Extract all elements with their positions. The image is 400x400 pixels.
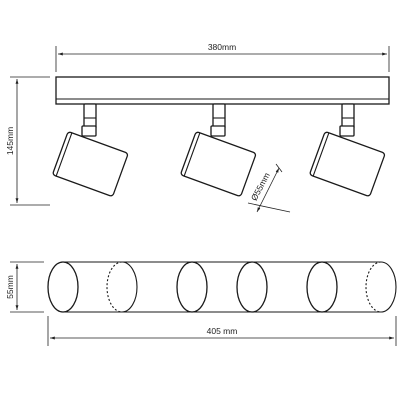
cylinder-right (306, 261, 397, 313)
dimension-bottom-width-label: 405 mm (207, 326, 238, 336)
dimension-shade-diameter: Ø55mm (247, 163, 291, 213)
dimension-height-label: 145mm (5, 127, 15, 155)
dimension-top-width: 380mm (55, 42, 390, 72)
cylinder-left (47, 261, 138, 313)
dimension-top-width-label: 380mm (208, 42, 236, 52)
spotlight-right (309, 103, 386, 197)
spotlight-left (52, 103, 129, 197)
dimension-shade-diameter-label: Ø55mm (249, 171, 272, 202)
mounting-bar (55, 76, 390, 105)
dimension-bottom-height-label: 55mm (5, 275, 15, 299)
cylinder-middle (176, 261, 268, 313)
dimension-bottom-width: 405 mm (47, 316, 397, 346)
dimension-bottom-height: 55mm (5, 261, 44, 313)
dimension-height: 145mm (5, 76, 50, 206)
spotlight-middle (180, 103, 257, 197)
cylinder-connectors (122, 261, 322, 313)
